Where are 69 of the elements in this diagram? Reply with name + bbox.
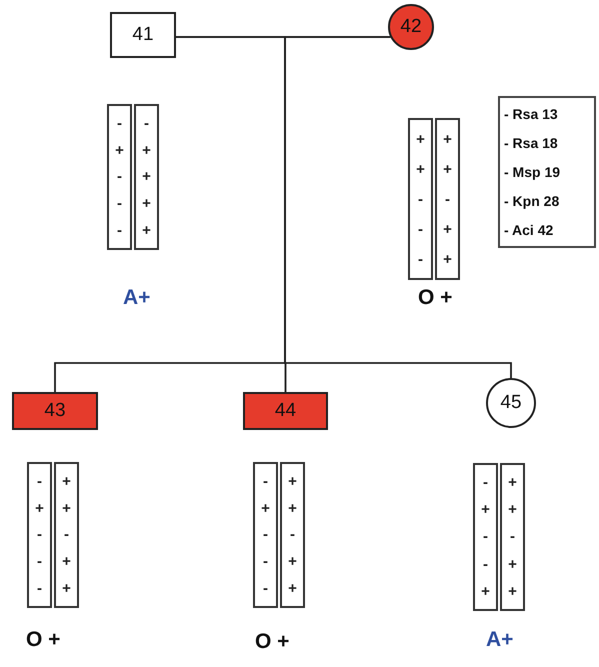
- allele-mark: -: [418, 252, 423, 266]
- allele-mark: -: [290, 527, 295, 542]
- enzyme-label: - Rsa 18: [504, 134, 559, 153]
- allele-mark: -: [483, 529, 488, 544]
- allele-mark: +: [481, 584, 490, 599]
- allele-mark: +: [443, 222, 452, 236]
- enzyme-label: - Rsa 13: [504, 105, 559, 124]
- individual-number: 43: [44, 398, 66, 423]
- male-square: [110, 12, 176, 58]
- allele-mark: +: [142, 169, 151, 184]
- allele-mark: +: [261, 500, 270, 516]
- allele-mark: -: [418, 222, 423, 236]
- allele-mark: -: [37, 581, 42, 596]
- individual-number: 41: [132, 22, 154, 47]
- blood-group-label: A+: [123, 285, 150, 311]
- enzyme-label: - Aci 42: [504, 221, 554, 240]
- allele-mark: -: [483, 475, 488, 490]
- allele-mark: +: [508, 584, 517, 599]
- allele-mark: +: [62, 474, 71, 489]
- allele-mark: -: [263, 554, 268, 570]
- male-square: [12, 392, 98, 430]
- blood-group-label: O +: [418, 285, 452, 311]
- allele-mark: +: [142, 223, 151, 238]
- allele-mark: -: [117, 169, 122, 184]
- allele-mark: +: [443, 252, 452, 266]
- allele-mark: -: [483, 556, 488, 572]
- allele-mark: +: [443, 162, 452, 176]
- allele-mark: +: [288, 554, 297, 570]
- allele-mark: +: [508, 502, 517, 518]
- allele-mark: -: [418, 192, 423, 206]
- allele-mark: -: [263, 527, 268, 542]
- allele-mark: -: [37, 474, 42, 489]
- allele-mark: -: [64, 527, 69, 542]
- allele-mark: +: [416, 132, 425, 146]
- individual-number: 45: [500, 390, 522, 415]
- allele-mark: +: [62, 554, 71, 570]
- allele-mark: +: [508, 556, 517, 572]
- allele-mark: -: [117, 116, 122, 131]
- allele-mark: +: [142, 196, 151, 212]
- blood-group-label: A+: [486, 627, 514, 653]
- allele-mark: +: [35, 500, 44, 516]
- allele-mark: -: [117, 196, 122, 212]
- allele-mark: -: [263, 581, 268, 596]
- blood-group-label: O +: [255, 629, 290, 655]
- allele-mark: -: [445, 192, 450, 206]
- allele-mark: +: [443, 132, 452, 146]
- allele-mark: +: [288, 500, 297, 516]
- allele-mark: -: [263, 474, 268, 489]
- allele-mark: -: [117, 223, 122, 238]
- allele-mark: -: [37, 554, 42, 570]
- allele-mark: +: [416, 162, 425, 176]
- allele-mark: -: [37, 527, 42, 542]
- allele-mark: +: [481, 502, 490, 518]
- pedigree-line: [284, 36, 512, 378]
- enzyme-label: - Msp 19: [504, 163, 562, 182]
- allele-mark: +: [115, 142, 124, 158]
- allele-mark: +: [288, 474, 297, 489]
- male-square: [243, 392, 328, 430]
- blood-group-label: O +: [26, 627, 60, 653]
- individual-number: 42: [400, 14, 422, 39]
- allele-mark: +: [62, 500, 71, 516]
- allele-mark: +: [288, 581, 297, 596]
- allele-mark: +: [142, 142, 151, 158]
- allele-mark: +: [508, 475, 517, 490]
- allele-mark: -: [510, 529, 515, 544]
- allele-mark: +: [62, 581, 71, 596]
- enzyme-label: - Kpn 28: [504, 192, 560, 211]
- individual-number: 44: [274, 398, 296, 423]
- allele-mark: -: [144, 116, 149, 131]
